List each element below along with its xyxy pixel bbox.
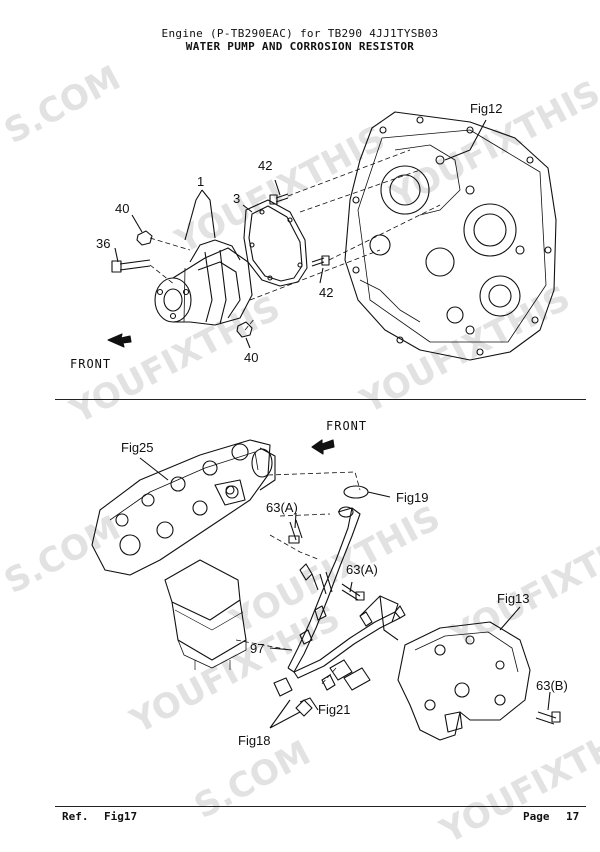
footer-divider: [55, 806, 586, 807]
part-number-63b: 63(B): [536, 678, 568, 693]
footer-ref-value: Fig17: [104, 810, 138, 823]
part-number-63a: 63(A): [266, 500, 298, 515]
part-number-42: 42: [319, 285, 334, 300]
front-direction-label: FRONT: [70, 357, 112, 371]
diagram-title: WATER PUMP AND CORROSION RESISTOR: [185, 40, 415, 53]
ref-label-fig25[interactable]: Fig25: [121, 440, 154, 455]
ref-label-fig13[interactable]: Fig13: [497, 591, 530, 606]
coolant-pipe-97: [287, 506, 406, 679]
diagram-header-model: Engine (P-TB290EAC) for TB290 4JJ1TYSB03: [161, 27, 439, 40]
footer-page-label: Page: [523, 810, 550, 823]
corrosion-resistor-canister: [164, 559, 247, 670]
front-arrow-icon: [107, 333, 132, 348]
part-number-40: 40: [115, 201, 130, 216]
front-direction-label: FRONT: [326, 419, 368, 433]
part-number-63a: 63(A): [346, 562, 378, 577]
thermostat-bracket: [359, 595, 531, 741]
part-number-40: 40: [244, 350, 259, 365]
ref-label-fig18[interactable]: Fig18: [238, 733, 271, 748]
ref-label-fig12[interactable]: Fig12: [470, 101, 503, 116]
water-pump-body: [154, 239, 253, 326]
front-cover-housing: [344, 111, 557, 361]
ref-label-fig19[interactable]: Fig19: [396, 490, 429, 505]
part-number-36: 36: [96, 236, 111, 251]
part-number-1: 1: [197, 174, 205, 189]
upper-alignment-lines: [149, 149, 441, 331]
hose-fig18: [273, 677, 293, 697]
part-number-3: 3: [233, 191, 241, 206]
water-pump-gasket: [243, 199, 308, 287]
engine-block-side: [91, 439, 276, 576]
upper-fasteners: [111, 193, 330, 338]
part-number-97: 97: [250, 641, 265, 656]
footer-page-value: 17: [566, 810, 580, 823]
part-number-42: 42: [258, 158, 273, 173]
hose-fig19: [343, 485, 369, 499]
front-arrow-icon: [311, 439, 335, 455]
section-divider: [55, 399, 586, 400]
lower-fasteners: [288, 519, 561, 725]
footer-ref-label: Ref.: [62, 810, 89, 823]
ref-label-fig21[interactable]: Fig21: [318, 702, 351, 717]
hose-fig21: [329, 659, 353, 681]
